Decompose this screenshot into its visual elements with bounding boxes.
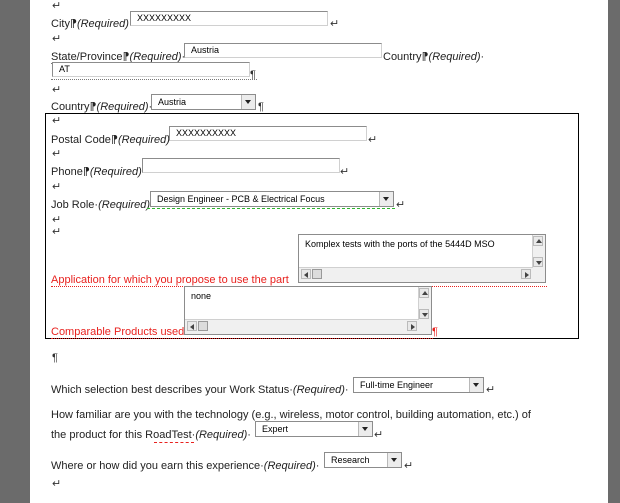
return-mark: ↵ <box>404 460 414 472</box>
return-mark: ↵ <box>396 199 406 211</box>
postal-code-label: Postal Code⁋(Required)· <box>51 134 174 146</box>
application-label: Application for which you propose to use… <box>51 274 289 286</box>
pilcrow-mark: ¶ <box>432 326 438 338</box>
phone-label: Phone⁋(Required)· <box>51 166 145 178</box>
vertical-scrollbar[interactable] <box>418 287 431 320</box>
return-mark: ↵ <box>52 148 62 160</box>
scroll-right-icon[interactable] <box>521 269 531 279</box>
scroll-thumb[interactable] <box>312 269 322 279</box>
chevron-down-icon[interactable] <box>241 95 255 109</box>
return-mark: ↵ <box>52 214 62 226</box>
horizontal-scrollbar[interactable] <box>299 267 533 282</box>
state-label: State/Province⁋(Required)· <box>51 51 185 63</box>
return-mark: ↵ <box>52 33 62 45</box>
city-label: City⁋(Required)· <box>51 18 133 30</box>
experience-label: Where or how did you earn this experienc… <box>51 460 320 472</box>
job-role-select[interactable]: Design Engineer - PCB & Electrical Focus <box>150 191 394 207</box>
pilcrow-mark: ¶ <box>258 101 264 113</box>
return-mark: ↵ <box>486 384 496 396</box>
state-province-input[interactable]: Austria <box>184 43 382 58</box>
scroll-left-icon[interactable] <box>187 321 197 331</box>
scroll-down-icon[interactable] <box>419 309 429 319</box>
return-mark: ↵ <box>52 84 62 96</box>
scroll-up-icon[interactable] <box>419 288 429 298</box>
return-mark: ↵ <box>330 18 340 30</box>
country-label: Country⁋(Required)· <box>51 101 152 113</box>
country-inline-label: Country⁋(Required)· <box>383 51 485 63</box>
familiarity-label-line1: How familiar are you with the technology… <box>51 409 531 421</box>
scroll-right-icon[interactable] <box>407 321 417 331</box>
document-page: ↵ City⁋(Required)· XXXXXXXXX ↵ ↵ State/P… <box>30 0 608 503</box>
phone-input[interactable] <box>142 158 340 173</box>
comparable-products-label: Comparable Products used <box>51 326 185 338</box>
return-mark: ↵ <box>52 226 62 238</box>
horizontal-scrollbar[interactable] <box>185 319 419 334</box>
country-code-input[interactable]: AT <box>52 62 250 77</box>
return-mark: ↵ <box>340 166 350 178</box>
experience-select[interactable]: Research <box>324 452 402 468</box>
return-mark: ↵ <box>52 181 62 193</box>
city-input[interactable]: XXXXXXXXX <box>130 11 328 26</box>
scroll-up-icon[interactable] <box>533 236 543 246</box>
job-role-label: Job Role·(Required)· <box>51 199 154 211</box>
familiarity-select[interactable]: Expert <box>255 421 373 437</box>
chevron-down-icon[interactable] <box>469 378 483 392</box>
work-status-label: Which selection best describes your Work… <box>51 384 349 396</box>
return-mark: ↵ <box>52 115 62 127</box>
familiarity-label-line2: the product for this RoadTest·(Required)… <box>51 429 251 441</box>
scroll-left-icon[interactable] <box>301 269 311 279</box>
return-mark: ↵ <box>374 429 384 441</box>
paragraph-return-mark: ↵ <box>52 0 62 12</box>
scroll-thumb[interactable] <box>198 321 208 331</box>
return-mark: ↵ <box>368 134 378 146</box>
chevron-down-icon[interactable] <box>358 422 372 436</box>
chevron-down-icon[interactable] <box>387 453 401 467</box>
pilcrow-mark: ¶ <box>52 352 58 364</box>
application-textarea[interactable]: Komplex tests with the ports of the 5444… <box>298 234 546 283</box>
vertical-scrollbar[interactable] <box>532 235 545 268</box>
country-select[interactable]: Austria <box>151 94 256 110</box>
return-mark: ↵ <box>52 478 62 490</box>
scroll-down-icon[interactable] <box>533 257 543 267</box>
work-status-select[interactable]: Full-time Engineer <box>353 377 484 393</box>
pilcrow-mark: ¶ <box>250 69 256 81</box>
comparable-products-textarea[interactable]: none <box>184 286 432 335</box>
postal-code-input[interactable]: XXXXXXXXXX <box>169 126 367 141</box>
chevron-down-icon[interactable] <box>379 192 393 206</box>
